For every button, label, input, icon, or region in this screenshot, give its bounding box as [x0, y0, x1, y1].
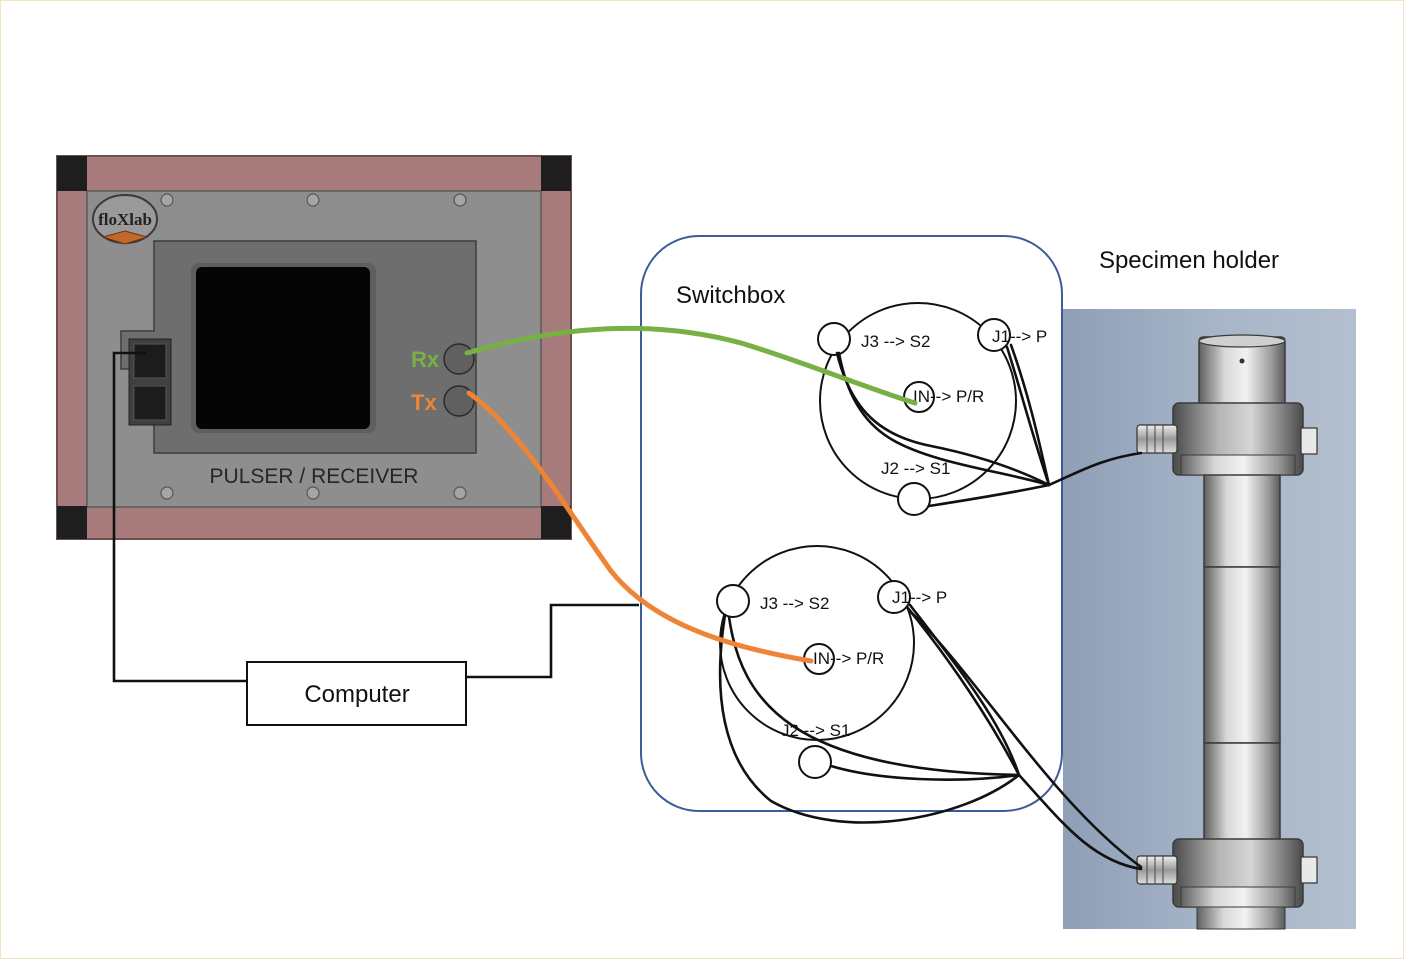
usb-cable	[112, 351, 247, 683]
j3-label: J3 --> S2	[760, 594, 829, 613]
wire	[927, 483, 1051, 508]
j3-terminal	[817, 322, 851, 356]
specimen-holder: Specimen holder	[1063, 247, 1356, 930]
switchbox-outline	[640, 235, 1063, 812]
switchbox-control-cable	[466, 603, 639, 679]
rx-cable	[464, 325, 918, 406]
j1-terminal	[877, 580, 911, 614]
tx-port	[443, 385, 475, 417]
j1-terminal	[977, 318, 1011, 352]
bolt	[1300, 427, 1318, 455]
tx-cable	[466, 390, 814, 664]
usb-port	[133, 385, 167, 421]
upper-switch: J3 --> S2 J1--> P IN--> P/R J2 --> S1	[817, 302, 1047, 516]
wire	[1009, 343, 1051, 487]
in-label: IN--> P/R	[913, 387, 984, 406]
wire	[727, 615, 1021, 777]
j3-terminal	[716, 584, 750, 618]
usb-port	[133, 343, 167, 379]
computer-label: Computer	[304, 681, 409, 708]
corner-block	[541, 156, 571, 191]
wire	[905, 605, 1021, 777]
lower-switch-disc	[719, 545, 915, 741]
j2-terminal	[897, 482, 931, 516]
tube-section	[1203, 474, 1281, 568]
pulser-receiver-device: floXlab Rx Tx PULSER / RECEIVER	[56, 155, 572, 540]
logo-text: floXlab	[98, 210, 152, 229]
j3-label: J3 --> S2	[861, 332, 930, 351]
corner-block	[541, 506, 571, 539]
tube-section	[1203, 742, 1281, 842]
j2-label: J2 --> S1	[781, 721, 850, 740]
switchbox-title: Switchbox	[676, 282, 785, 309]
rx-port	[443, 343, 475, 375]
j2-label: J2 --> S1	[881, 459, 950, 478]
lower-cable-to-specimen	[1017, 773, 1143, 871]
specimen-holder-title: Specimen holder	[1099, 247, 1279, 274]
wire	[718, 613, 1021, 824]
corner-block	[57, 506, 87, 539]
j1-label: J1--> P	[992, 327, 1047, 346]
lower-connector	[1136, 855, 1178, 885]
internal-wiring	[718, 343, 1143, 871]
floxlab-logo: floXlab	[92, 194, 158, 245]
corner-block	[57, 156, 87, 191]
lower-switch: J3 --> S2 J1--> P IN--> P/R J2 --> S1	[716, 545, 947, 779]
j2-terminal	[798, 745, 832, 779]
screw-icons	[160, 193, 467, 500]
tx-label: Tx	[411, 390, 437, 415]
j1-label: J1--> P	[892, 588, 947, 607]
computer-box	[246, 661, 467, 726]
computer-connections: Computer	[112, 351, 639, 726]
switchbox: Switchbox J3 --> S2 J1--> P IN--> P/R J2…	[640, 235, 1063, 812]
wire	[1005, 345, 1051, 487]
tube-section	[1203, 566, 1281, 744]
wire	[829, 764, 1021, 781]
rx-label: Rx	[411, 347, 440, 372]
wire	[908, 609, 1143, 869]
upper-cable-to-specimen	[1047, 451, 1143, 487]
upper-connector	[1136, 424, 1178, 454]
bolt	[1300, 856, 1318, 884]
in-label: IN--> P/R	[813, 649, 884, 668]
wire	[835, 351, 1051, 487]
screen	[196, 267, 370, 429]
device-label: PULSER / RECEIVER	[210, 465, 419, 488]
